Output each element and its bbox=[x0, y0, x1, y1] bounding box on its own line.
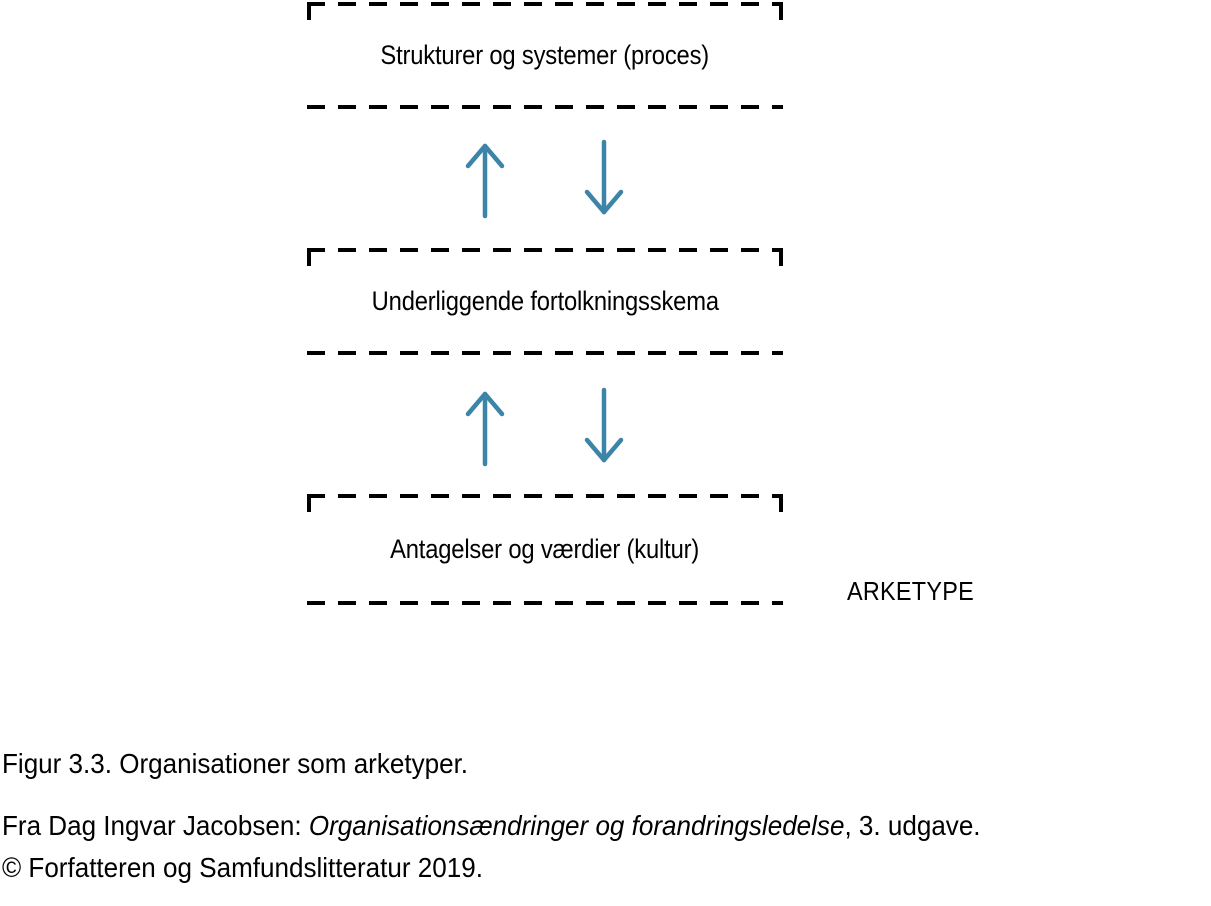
arrow-down-icon bbox=[584, 139, 624, 215]
box-border-bottom bbox=[307, 601, 783, 605]
figure-caption: Figur 3.3. Organisationer som arketyper. bbox=[2, 748, 469, 779]
source-book-title: Organisationsændringer og forandringsled… bbox=[308, 810, 845, 841]
box-border-right bbox=[779, 248, 783, 355]
box-border-left bbox=[307, 2, 311, 109]
archetype-box-interpretation: Underliggende fortolkningsskema bbox=[307, 248, 783, 355]
source-credit: Fra Dag Ingvar Jacobsen: Organisationsæn… bbox=[2, 805, 981, 889]
box-border-top bbox=[307, 2, 783, 6]
box-border-right bbox=[779, 494, 783, 605]
box-border-top bbox=[307, 248, 783, 252]
archetype-box-label: Strukturer og systemer (proces) bbox=[380, 40, 710, 70]
arrow-up-icon bbox=[465, 391, 505, 467]
copyright-line: © Forfatteren og Samfundslitteratur 2019… bbox=[2, 852, 483, 883]
archetype-box-label: Antagelser og værdier (kultur) bbox=[390, 534, 700, 564]
source-suffix: , 3. udgave. bbox=[844, 810, 981, 841]
source-line: Fra Dag Ingvar Jacobsen: Organisationsæn… bbox=[2, 805, 981, 847]
arrow-up-icon bbox=[465, 143, 505, 219]
box-border-bottom bbox=[307, 351, 783, 355]
arrow-group-upper bbox=[440, 138, 660, 238]
archetype-box-assumptions: Antagelser og værdier (kultur) bbox=[307, 494, 783, 605]
box-border-left bbox=[307, 248, 311, 355]
box-border-bottom bbox=[307, 105, 783, 109]
box-border-top bbox=[307, 494, 783, 498]
archetype-box-structures: Strukturer og systemer (proces) bbox=[307, 2, 783, 109]
box-border-right bbox=[779, 2, 783, 109]
archetype-group-label: ARKETYPE bbox=[847, 576, 974, 606]
archetype-box-label: Underliggende fortolkningsskema bbox=[371, 286, 719, 316]
arrow-group-lower bbox=[440, 386, 660, 486]
arrow-down-icon bbox=[584, 387, 624, 463]
box-border-left bbox=[307, 494, 311, 605]
source-prefix: Fra Dag Ingvar Jacobsen: bbox=[2, 810, 309, 841]
